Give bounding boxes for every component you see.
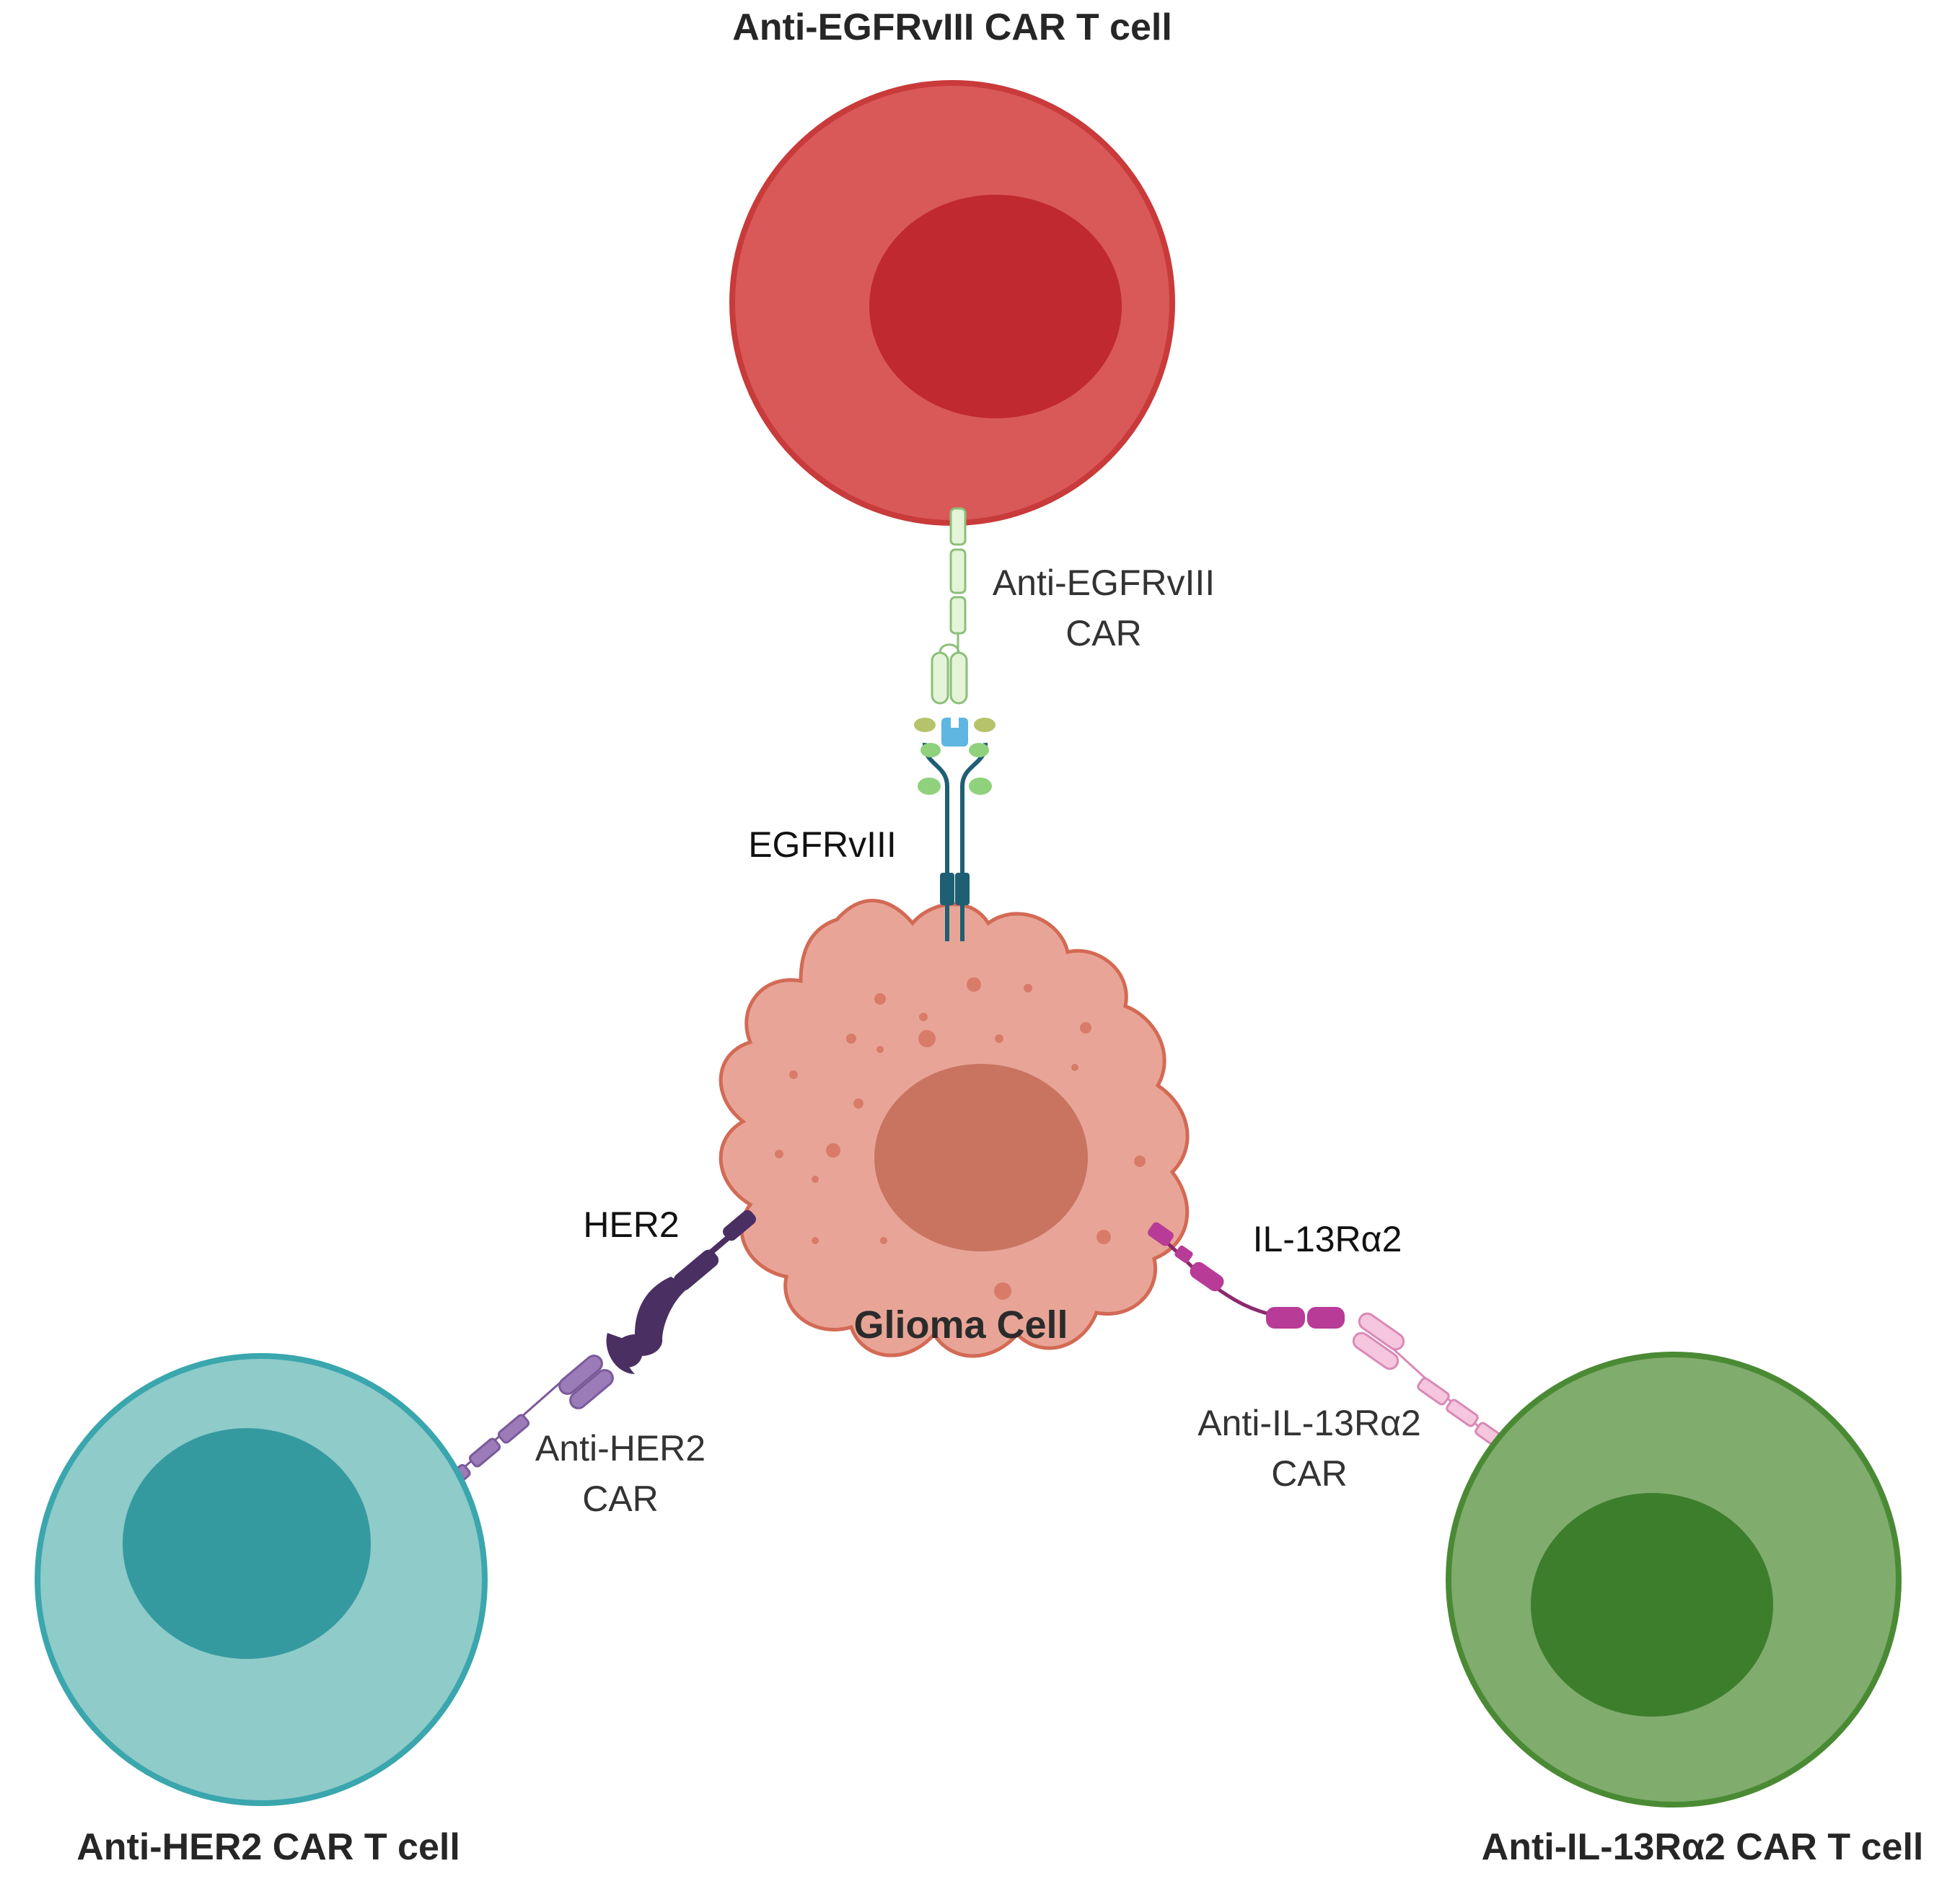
her2-car-t-cell-nucleus: [123, 1428, 371, 1659]
cytoplasm-dot: [775, 1150, 783, 1158]
il13ra2-label: IL-13Rα2: [1253, 1219, 1402, 1259]
her2-segment: [723, 1210, 756, 1241]
il13ra2-antigen: [1148, 1222, 1345, 1329]
cytoplasm-dot: [876, 1046, 884, 1053]
cytoplasm-dot: [812, 1237, 819, 1244]
egfr-car-linker: [939, 643, 960, 653]
cytoplasm-dot: [846, 1034, 856, 1044]
cytoplasm-dot: [994, 1282, 1011, 1300]
egfr-car-t-cell-nucleus: [869, 195, 1122, 418]
her2-car-segment: [468, 1437, 501, 1468]
egfrviii-label: EGFRvIII: [748, 824, 897, 865]
her2-car-scfv: [558, 1355, 603, 1395]
egfrviii-transmembrane: [955, 873, 970, 905]
egfr-car-label-line1: Anti-EGFRvIII: [993, 563, 1215, 603]
cytoplasm-dot: [874, 993, 886, 1005]
il13-car-label-line1: Anti-IL-13Rα2: [1197, 1403, 1421, 1443]
anti-her2-car: [441, 1355, 614, 1492]
glioma-cytoplasm-dots: [775, 977, 1146, 1300]
il13-car-t-cell: [1446, 1352, 1902, 1807]
egfr-car-segment: [949, 548, 967, 594]
egfr-car-segment: [949, 596, 967, 635]
her2-car-label-line1: Anti-HER2: [535, 1428, 706, 1469]
cytoplasm-dot: [789, 1070, 798, 1079]
egfr-car-scfv: [931, 651, 949, 705]
cytoplasm-dot: [967, 977, 981, 992]
cytoplasm-dot: [1134, 1155, 1146, 1167]
her2-hook: [611, 1277, 689, 1368]
il13-car-label-line2: CAR: [1271, 1453, 1348, 1494]
cytoplasm-dot: [812, 1176, 819, 1183]
cytoplasm-dot: [1024, 984, 1032, 992]
cytoplasm-dot: [853, 1098, 863, 1109]
egfrviii-domain: [918, 778, 941, 795]
egfrviii-domain: [914, 718, 936, 732]
cytoplasm-dot: [880, 1237, 887, 1244]
cytoplasm-dot: [1071, 1064, 1078, 1071]
her2-label: HER2: [583, 1205, 679, 1245]
her2-car-segment: [497, 1414, 530, 1444]
il13-car-t-cell-title: Anti-IL-13Rα2 CAR T cell: [1482, 1826, 1924, 1868]
il13ra2-segment: [1307, 1307, 1345, 1329]
her2-car-t-cell-title: Anti-HER2 CAR T cell: [76, 1826, 460, 1868]
glioma-cell: [718, 899, 1190, 1358]
her2-car-t-cell: [35, 1353, 488, 1806]
cytoplasm-dot: [1097, 1230, 1111, 1244]
cytoplasm-dot: [919, 1013, 928, 1021]
her2-antigen: [606, 1210, 756, 1374]
egfrviii-domain: [974, 718, 996, 732]
egfr-car-t-cell: [729, 80, 1175, 526]
egfrviii-domain: [969, 743, 989, 757]
glioma-cell-nucleus: [874, 1064, 1088, 1251]
egfr-car-t-cell-title: Anti-EGFRvIII CAR T cell: [732, 6, 1172, 48]
cytoplasm-dot: [918, 1030, 936, 1047]
il13-car-t-cell-nucleus: [1531, 1493, 1773, 1717]
il13-car-segment: [1446, 1399, 1479, 1427]
glioma-cell-title: Glioma Cell: [853, 1303, 1068, 1347]
il13-car-segment: [1417, 1377, 1450, 1406]
egfrviii-dimer-bridge: [941, 718, 968, 747]
egfrviii-domain: [969, 778, 992, 795]
egfr-car-label-line2: CAR: [1065, 613, 1142, 653]
il13ra2-segment: [1190, 1261, 1224, 1292]
cytoplasm-dot: [1080, 1022, 1091, 1034]
il13-car-scfv: [1352, 1331, 1399, 1370]
cytoplasm-dot: [995, 1034, 1003, 1043]
egfrviii-transmembrane: [940, 873, 954, 905]
egfrviii-antigen: [914, 718, 996, 941]
her2-car-scfv: [569, 1369, 614, 1409]
egfrviii-dimer-bridge: [951, 718, 959, 728]
anti-egfrviii-car: [931, 507, 968, 705]
her2-hook-tip: [606, 1333, 635, 1374]
il13ra2-segment: [1148, 1222, 1174, 1246]
il13ra2-segment: [1174, 1245, 1193, 1264]
egfr-car-segment: [949, 507, 967, 546]
cytoplasm-dot: [826, 1143, 840, 1158]
egfrviii-domain: [920, 743, 941, 757]
il13ra2-segment: [1266, 1307, 1305, 1329]
egfr-car-scfv: [949, 651, 968, 705]
il13-car-scfv: [1358, 1312, 1405, 1351]
her2-segment: [673, 1249, 719, 1291]
her2-car-label-line2: CAR: [582, 1479, 659, 1519]
